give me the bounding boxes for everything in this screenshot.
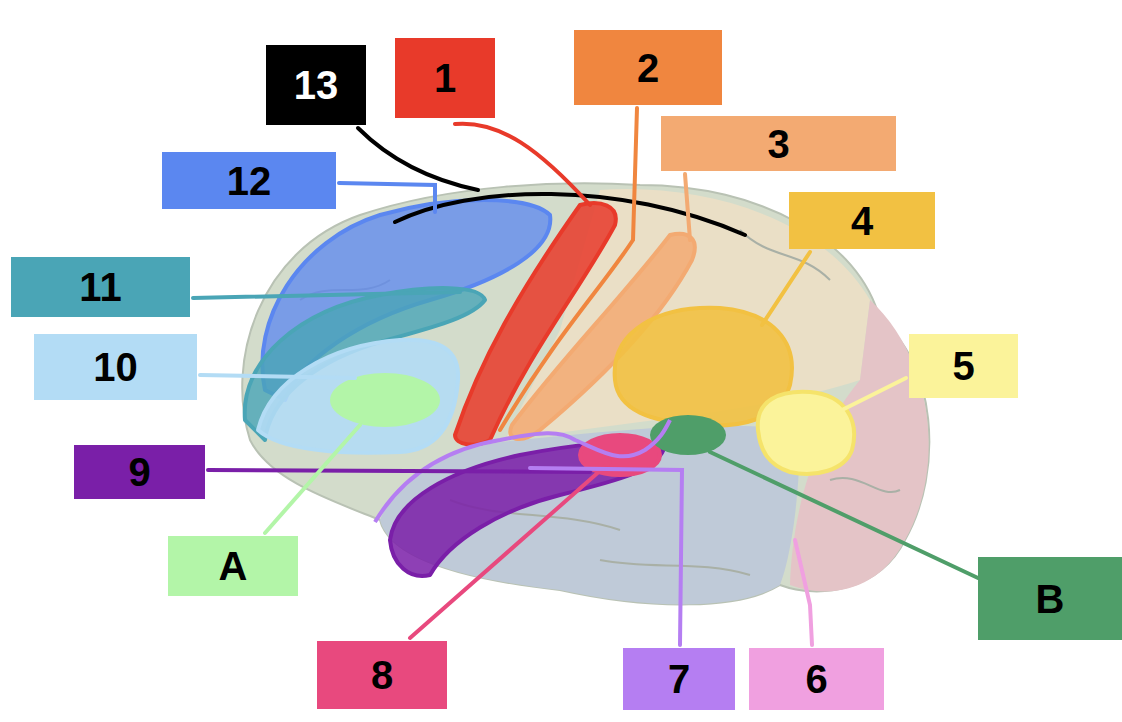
callout-number: 5 (952, 346, 974, 386)
callout-box: 10 (34, 334, 197, 400)
callout-number: 10 (93, 347, 138, 387)
leader-line (762, 252, 810, 325)
leader-line (530, 468, 682, 645)
leader-line (795, 540, 812, 645)
leader-line (358, 128, 478, 190)
callout-number: A (219, 546, 248, 586)
light-green-region (330, 373, 440, 427)
callout-box: 2 (574, 30, 722, 105)
leader-line (410, 462, 610, 638)
callout-number: 4 (851, 201, 873, 241)
callout-number: B (1036, 579, 1065, 619)
temporal-lobe (380, 426, 800, 605)
callout-number: 6 (805, 659, 827, 699)
callout-box: B (978, 557, 1122, 640)
callout-box: 8 (317, 641, 447, 709)
leader-line (265, 425, 360, 533)
callout-number: 12 (227, 161, 272, 201)
leader-line (208, 470, 590, 472)
black-arc (395, 194, 745, 235)
callout-box: A (168, 536, 298, 596)
leader-line (339, 183, 435, 212)
callout-number: 1 (434, 58, 456, 98)
callout-box: 7 (623, 648, 735, 710)
callout-box: 9 (74, 445, 205, 499)
leader-line (500, 108, 637, 430)
pale-yellow-region (758, 392, 854, 474)
callout-number: 13 (294, 65, 339, 105)
callout-box: 4 (789, 192, 935, 249)
callout-number: 11 (79, 267, 121, 307)
colored-regions (245, 200, 854, 576)
callout-box: 6 (749, 648, 884, 710)
leader-line (455, 124, 590, 205)
callout-number: 7 (668, 659, 690, 699)
leader-line (685, 174, 690, 240)
leader-line (200, 375, 355, 378)
callout-box: 12 (162, 152, 336, 209)
light-blue-region (258, 340, 458, 453)
callout-number: 8 (371, 655, 393, 695)
callout-box: 5 (909, 334, 1018, 398)
leader-line (842, 378, 906, 410)
callout-box: 3 (661, 116, 896, 171)
callout-box: 1 (395, 38, 495, 118)
callout-box: 13 (266, 45, 366, 125)
callout-number: 2 (637, 48, 659, 88)
callout-number: 9 (128, 452, 150, 492)
callout-box: 11 (11, 257, 190, 317)
callout-number: 3 (767, 124, 789, 164)
leader-line (710, 452, 978, 578)
leader-line (193, 292, 460, 298)
